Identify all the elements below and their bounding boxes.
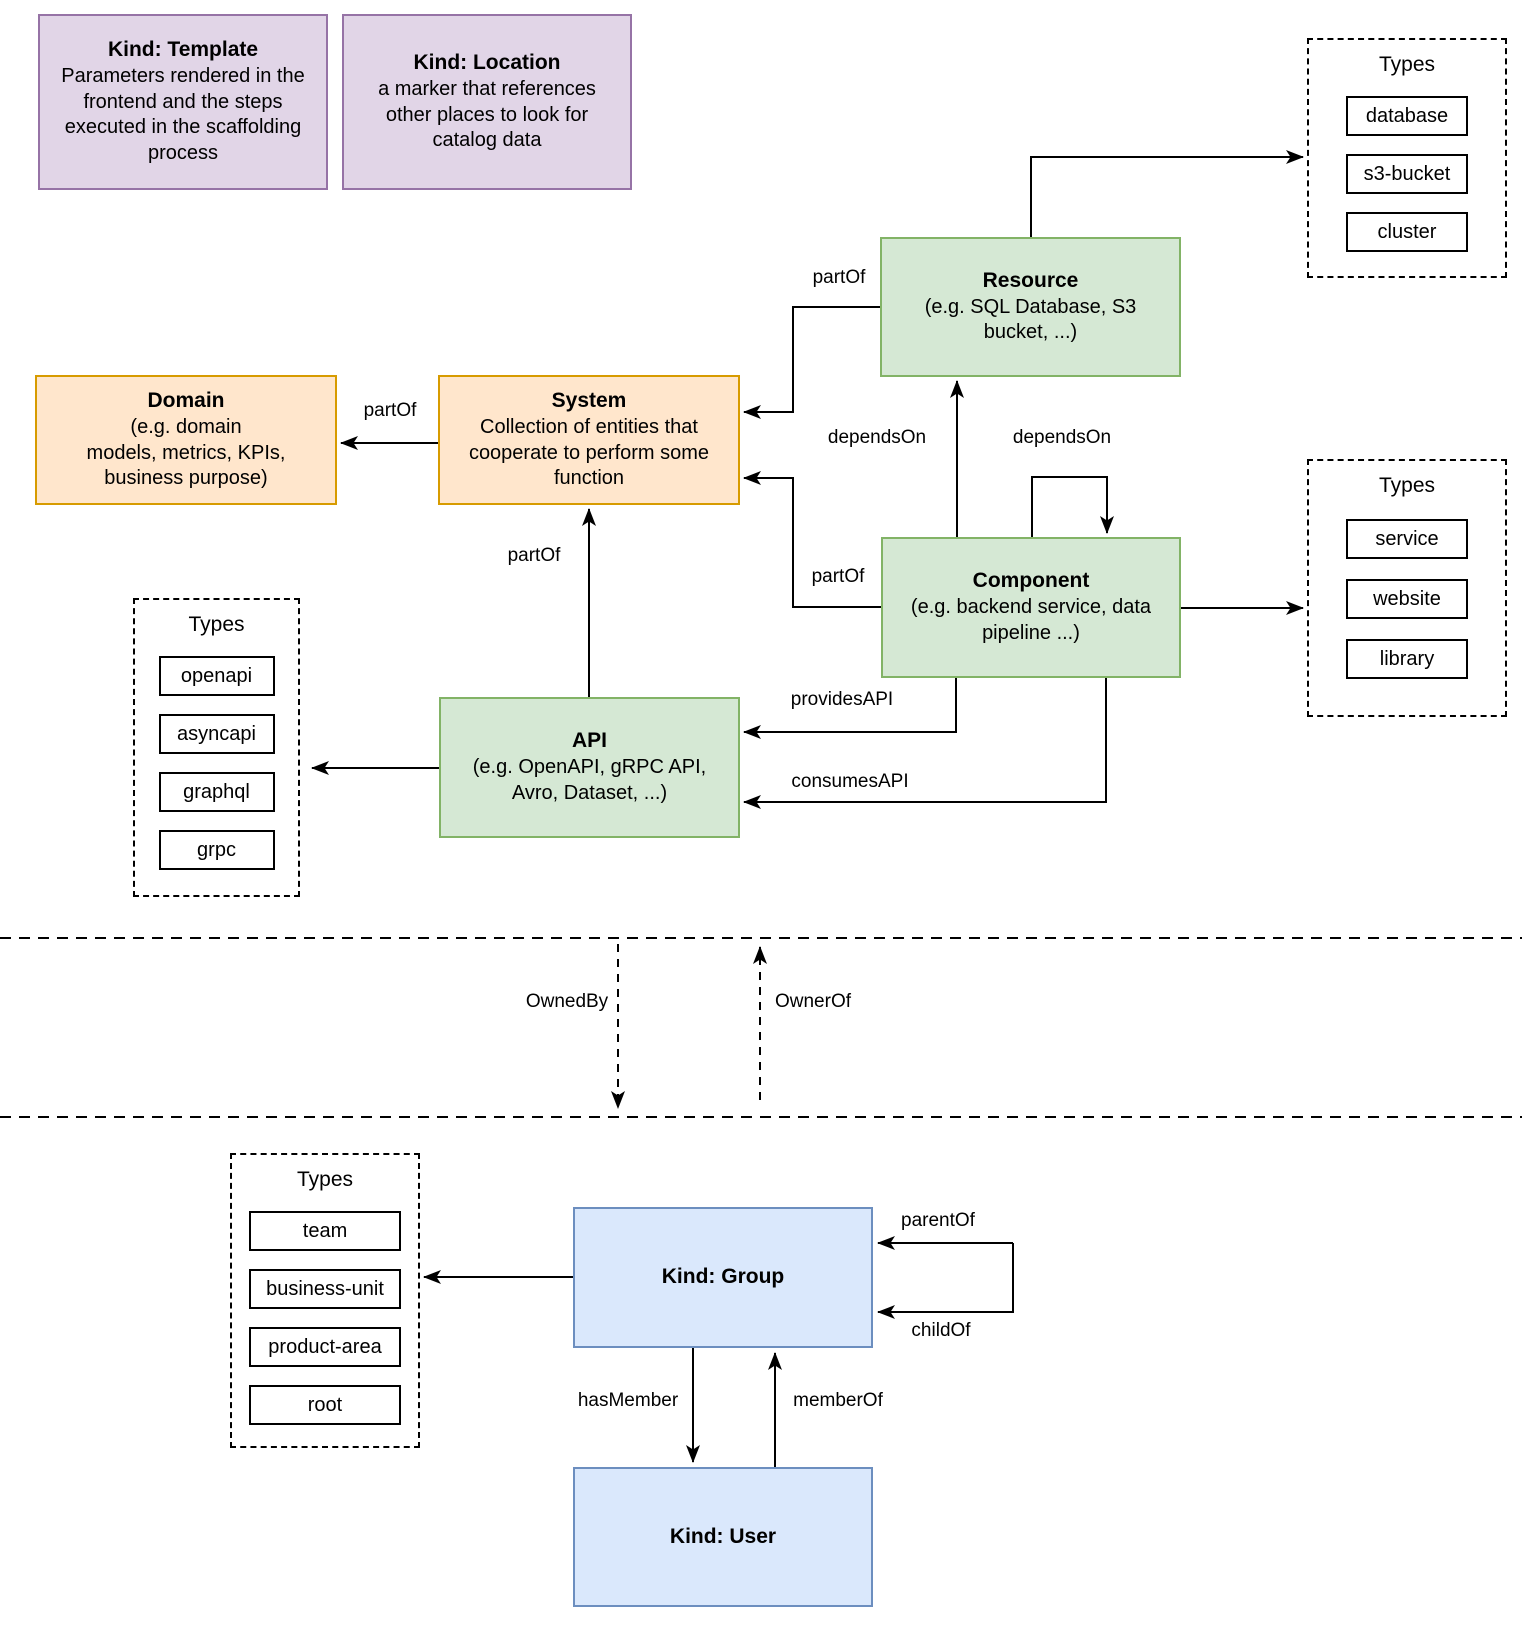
edge-label-partof: partOf	[363, 400, 417, 421]
arrow-childof-group-self	[877, 1243, 1014, 1319]
type-item-team: team	[249, 1211, 401, 1251]
note-kind-location: Kind: Location a marker that references …	[342, 14, 632, 190]
arrow-dependson-component-self	[1031, 476, 1114, 537]
entity-title: Component	[972, 569, 1090, 593]
type-item-asyncapi: asyncapi	[158, 714, 275, 754]
edge-label-ownedby: OwnedBy	[525, 991, 609, 1012]
type-item-graphql: graphql	[158, 772, 275, 812]
types-title: Types	[1378, 474, 1436, 497]
entity-body: Collection of entities that cooperate to…	[468, 416, 710, 490]
type-item-library: library	[1346, 639, 1468, 679]
type-item-service: service	[1346, 519, 1468, 559]
type-item-root: root	[249, 1385, 401, 1425]
entity-domain: Domain (e.g. domain models, metrics, KPI…	[35, 375, 337, 505]
types-box-resource: Types database s3-bucket cluster	[1307, 38, 1507, 278]
entity-body: (e.g. backend service, data pipeline ...…	[910, 596, 1152, 644]
types-title: Types	[296, 1168, 354, 1191]
entity-api: API (e.g. OpenAPI, gRPC API, Avro, Datas…	[439, 697, 740, 838]
edge-label-partof: partOf	[812, 267, 866, 288]
edge-label-partof: partOf	[507, 545, 561, 566]
entity-title: Resource	[982, 268, 1079, 292]
arrow-resource-to-types	[1030, 150, 1304, 237]
edge-label-dependson: dependsOn	[827, 427, 927, 448]
arrow-partof-resource-to-system	[743, 306, 880, 419]
type-item-website: website	[1346, 579, 1468, 619]
entity-title: System	[551, 389, 627, 413]
edge-label-childof: childOf	[911, 1320, 971, 1341]
edge-label-providesapi: providesAPI	[790, 689, 894, 710]
arrow-providesapi-component-to-api	[743, 678, 957, 739]
edge-label-consumesapi: consumesAPI	[791, 771, 909, 792]
entity-title: API	[571, 729, 607, 753]
entity-title: Kind: Group	[661, 1265, 785, 1289]
type-item-grpc: grpc	[158, 830, 275, 870]
types-title: Types	[1378, 53, 1436, 76]
note-title: Kind: Template	[107, 38, 259, 62]
entity-body: (e.g. domain models, metrics, KPIs, busi…	[86, 416, 286, 490]
note-body: a marker that references other places to…	[378, 78, 596, 152]
entity-body: (e.g. SQL Database, S3 bucket, ...)	[924, 295, 1137, 344]
types-title: Types	[188, 613, 245, 636]
type-item-business-unit: business-unit	[249, 1269, 401, 1309]
arrow-consumesapi-component-to-api	[743, 678, 1107, 809]
entity-title: Kind: User	[669, 1524, 777, 1548]
entity-component: Component (e.g. backend service, data pi…	[881, 537, 1181, 678]
edge-label-ownerof: OwnerOf	[774, 991, 852, 1012]
entity-resource: Resource (e.g. SQL Database, S3 bucket, …	[880, 237, 1181, 377]
entity-group: Kind: Group	[573, 1207, 873, 1348]
entity-body: (e.g. OpenAPI, gRPC API, Avro, Dataset, …	[472, 756, 707, 804]
edge-label-parentof: parentOf	[901, 1210, 975, 1231]
note-body: Parameters rendered in the frontend and …	[61, 65, 305, 165]
type-item-s3-bucket: s3-bucket	[1346, 154, 1468, 194]
edge-label-dependson: dependsOn	[1012, 427, 1112, 448]
types-box-component: Types service website library	[1307, 459, 1507, 717]
note-kind-template: Kind: Template Parameters rendered in th…	[38, 14, 328, 190]
types-box-group: Types team business-unit product-area ro…	[230, 1153, 420, 1448]
type-item-openapi: openapi	[158, 656, 275, 696]
type-item-cluster: cluster	[1346, 212, 1468, 252]
edge-label-memberof: memberOf	[793, 1390, 883, 1411]
entity-user: Kind: User	[573, 1467, 873, 1607]
type-item-database: database	[1346, 96, 1468, 136]
type-item-product-area: product-area	[249, 1327, 401, 1367]
arrow-partof-component-to-system	[743, 471, 881, 608]
entity-system: System Collection of entities that coope…	[438, 375, 740, 505]
edge-label-hasmember: hasMember	[577, 1390, 679, 1411]
note-title: Kind: Location	[413, 51, 561, 75]
entity-title: Domain	[147, 389, 225, 413]
edge-label-partof: partOf	[811, 566, 865, 587]
types-box-api: Types openapi asyncapi graphql grpc	[133, 598, 300, 897]
